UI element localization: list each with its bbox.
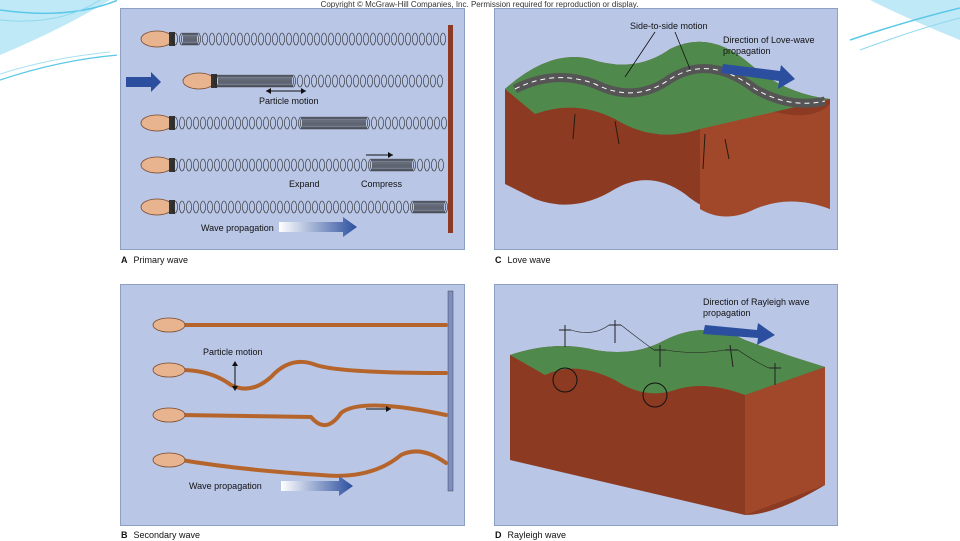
hands bbox=[153, 318, 185, 467]
caption-c-text: Love wave bbox=[508, 255, 551, 265]
wall-post bbox=[448, 25, 453, 233]
label-compress: Compress bbox=[361, 179, 403, 189]
label-wave-propagation: Wave propagation bbox=[201, 223, 274, 233]
caption-d-letter: D bbox=[495, 530, 502, 540]
label-expand: Expand bbox=[289, 179, 320, 189]
hand-1 bbox=[141, 31, 173, 47]
caption-b: B Secondary wave bbox=[121, 530, 200, 541]
label-rayleigh-direction-1: Direction of Rayleigh wave bbox=[703, 297, 810, 307]
hand-3 bbox=[141, 115, 173, 131]
caption-b-letter: B bbox=[121, 530, 128, 540]
label-particle-motion: Particle motion bbox=[259, 96, 319, 106]
label-love-direction-1: Direction of Love-wave bbox=[723, 35, 815, 45]
caption-d-text: Rayleigh wave bbox=[508, 530, 567, 540]
label-wave-propagation: Wave propagation bbox=[189, 481, 262, 491]
panel-secondary-wave: Particle motion Wave propagation bbox=[120, 284, 465, 526]
hand-4 bbox=[141, 157, 173, 173]
label-love-direction-2: propagation bbox=[723, 46, 771, 56]
push-arrow-icon bbox=[126, 72, 161, 92]
slide-corner-decoration-left bbox=[0, 0, 120, 90]
hand-2 bbox=[183, 73, 215, 89]
wave-propagation-arrow bbox=[281, 476, 353, 496]
slide-corner-decoration-right bbox=[840, 0, 960, 60]
panel-love-wave: Side-to-side motion Direction of Love-wa… bbox=[494, 8, 838, 250]
caption-c-letter: C bbox=[495, 255, 502, 265]
label-side-to-side: Side-to-side motion bbox=[630, 21, 708, 31]
wave-propagation-arrow bbox=[279, 217, 357, 237]
caption-a-letter: A bbox=[121, 255, 128, 265]
label-particle-motion: Particle motion bbox=[203, 347, 263, 357]
caption-a: A Primary wave bbox=[121, 255, 188, 266]
seismic-waves-figure: Copyright © McGraw-Hill Companies, Inc. … bbox=[117, 0, 842, 540]
label-rayleigh-direction-2: propagation bbox=[703, 308, 751, 318]
panel-primary-wave: Particle motion Expand Compress Wave pro… bbox=[120, 8, 465, 250]
caption-c: C Love wave bbox=[495, 255, 551, 266]
panel-rayleigh-wave: Direction of Rayleigh wave propagation bbox=[494, 284, 838, 526]
caption-b-text: Secondary wave bbox=[134, 530, 201, 540]
wall-post bbox=[448, 291, 453, 491]
caption-a-text: Primary wave bbox=[134, 255, 189, 265]
hand-5 bbox=[141, 199, 173, 215]
caption-d: D Rayleigh wave bbox=[495, 530, 566, 541]
